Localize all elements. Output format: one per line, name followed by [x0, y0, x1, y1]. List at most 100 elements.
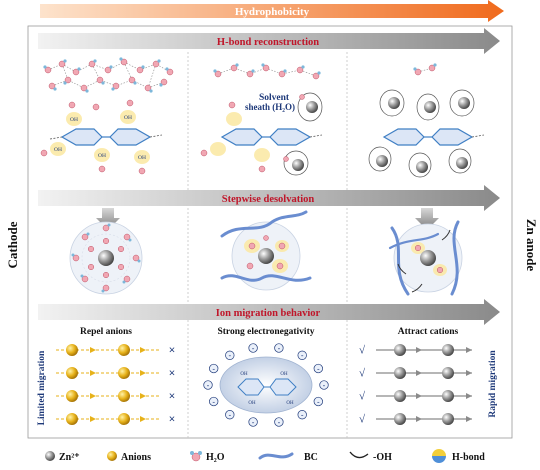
- minus-sign: -: [301, 351, 304, 360]
- zn-ion: [456, 157, 468, 169]
- zn-ion: [394, 344, 406, 356]
- legend-h2o-label: H₂O: [206, 452, 225, 463]
- legend-anion-icon: [107, 451, 117, 461]
- solvation-cluster-partial: [220, 210, 312, 291]
- negative-charge: -: [209, 363, 219, 373]
- cellulose-chain-3: [368, 89, 485, 178]
- cellulose-chain-2: Solvent sheath (H₂O): [200, 92, 323, 176]
- strong-electronegativity-label: Strong electronegativity: [217, 327, 314, 337]
- legend-bc-icon: [258, 452, 294, 460]
- zn-ion: [98, 250, 114, 266]
- negative-charge: -: [225, 410, 235, 420]
- negative-charge-ring: --------------: [203, 343, 329, 427]
- anion: [66, 344, 78, 356]
- negative-charge: -: [248, 417, 258, 427]
- minus-sign: -: [228, 351, 231, 360]
- minus-sign: -: [212, 364, 215, 373]
- zn-ion: [292, 159, 304, 171]
- hydrophobicity-label: Hydrophobicity: [235, 6, 310, 18]
- zn-ion: [458, 97, 470, 109]
- sheath-label: sheath (H₂O): [245, 102, 295, 112]
- legend-oh-icon: [349, 451, 369, 459]
- desolvation-banner: Stepwise desolvation: [38, 185, 500, 211]
- minus-sign: -: [323, 381, 326, 390]
- legend-anions-label: Anions: [121, 452, 151, 463]
- desolvation-banner-label: Stepwise desolvation: [222, 194, 315, 205]
- bc-fiber: [220, 210, 308, 238]
- negative-charge: -: [274, 343, 284, 353]
- cross-mark: ×: [169, 414, 175, 426]
- legend-bc-label: BC: [304, 452, 318, 463]
- oh-label: OH: [138, 155, 146, 161]
- water-network-sparse: [413, 63, 437, 76]
- check-mark: √: [359, 345, 366, 357]
- zn-ion: [394, 413, 406, 425]
- negative-charge: -: [203, 380, 213, 390]
- legend-water-icon: [190, 451, 202, 462]
- cross-mark: ×: [169, 345, 175, 357]
- negative-charge: -: [319, 380, 329, 390]
- bc-fiber: [220, 274, 312, 282]
- zn-ion: [442, 413, 454, 425]
- cathode-label: Cathode: [5, 221, 20, 268]
- legend-hbond-label: H-bond: [452, 452, 485, 463]
- down-arrow-left: [96, 208, 120, 230]
- negative-charge: -: [313, 396, 323, 406]
- zn-ion: [420, 250, 436, 266]
- bc-fiber: [390, 226, 410, 296]
- anion: [118, 344, 130, 356]
- cross-mark: ×: [169, 368, 175, 380]
- check-mark: √: [359, 414, 366, 426]
- zn-ion: [388, 97, 400, 109]
- anion: [118, 413, 130, 425]
- minus-sign: -: [252, 418, 255, 427]
- zn-ion: [258, 248, 274, 264]
- oh-label: OH: [240, 372, 248, 377]
- migration-banner: Ion migration behavior: [38, 299, 500, 325]
- migration-banner-label: Ion migration behavior: [216, 308, 321, 319]
- minus-sign: -: [207, 381, 210, 390]
- limited-migration-label: Limited migration: [37, 350, 47, 425]
- negative-charge: -: [297, 410, 307, 420]
- water-network-medium: [213, 63, 321, 80]
- legend-hbond-icon: [432, 449, 446, 463]
- oh-label: OH: [248, 401, 256, 406]
- zn-ion: [394, 390, 406, 402]
- repel-anions-label: Repel anions: [80, 327, 132, 337]
- minus-sign: -: [278, 418, 281, 427]
- water-network-dense: [43, 57, 174, 93]
- minus-sign: -: [212, 397, 215, 406]
- minus-sign: -: [228, 411, 231, 420]
- hbond-banner: H-bond reconstruction: [38, 28, 500, 54]
- zn-ion: [416, 161, 428, 173]
- minus-sign: -: [252, 344, 255, 353]
- rapid-migration-label: Rapid migration: [488, 350, 498, 418]
- zn-ion: [306, 101, 318, 113]
- anion: [66, 390, 78, 402]
- legend: Zn²⁺ Anions H₂O BC -OH H-bond: [45, 449, 485, 463]
- legend-zn-icon: [45, 451, 55, 461]
- solvation-cluster-full: [69, 221, 143, 295]
- oh-label: OH: [98, 153, 106, 159]
- legend-zn-label: Zn²⁺: [59, 452, 80, 463]
- cross-mark: ×: [169, 391, 175, 403]
- negative-charge: -: [274, 417, 284, 427]
- anion: [66, 413, 78, 425]
- anion: [118, 390, 130, 402]
- anion: [66, 367, 78, 379]
- oh-label: OH: [70, 117, 78, 123]
- main-frame: [27, 25, 513, 439]
- negative-charge: -: [313, 363, 323, 373]
- zn-ion: [424, 101, 436, 113]
- zn-ion: [376, 155, 388, 167]
- minus-sign: -: [317, 397, 320, 406]
- zn-ion: [394, 367, 406, 379]
- cellulose-chain-1: OH OH OH OH OH: [40, 99, 163, 175]
- zn-ion: [442, 344, 454, 356]
- cation-rows: √ √ √ √: [359, 344, 472, 426]
- oh-label: OH: [286, 401, 294, 406]
- solvation-cluster-stripped: [388, 220, 463, 296]
- hydrophobicity-arrow: Hydrophobicity: [40, 0, 504, 22]
- hbond-banner-label: H-bond reconstruction: [217, 37, 319, 48]
